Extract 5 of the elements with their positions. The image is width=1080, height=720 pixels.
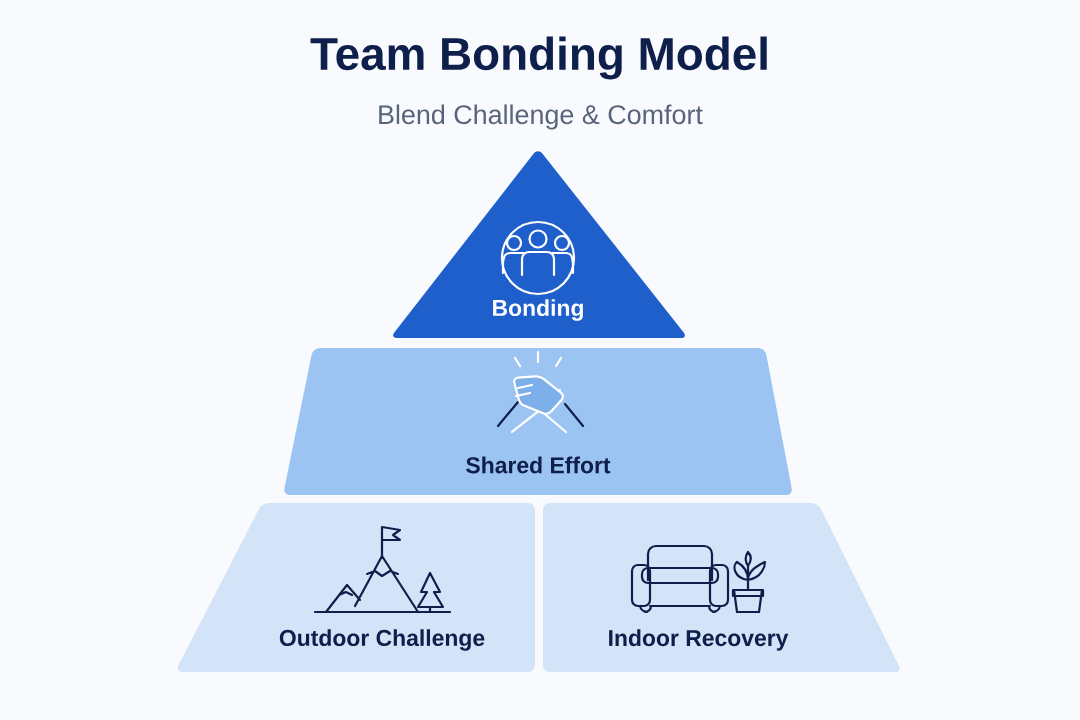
pyramid-tier: Outdoor Challenge <box>177 503 535 672</box>
title: Team Bonding Model <box>310 36 767 80</box>
pyramid-tier: Indoor Recovery <box>543 503 900 672</box>
pyramid-tier: Shared Effort <box>284 348 792 495</box>
pyramid-tier: Bonding <box>393 151 685 338</box>
